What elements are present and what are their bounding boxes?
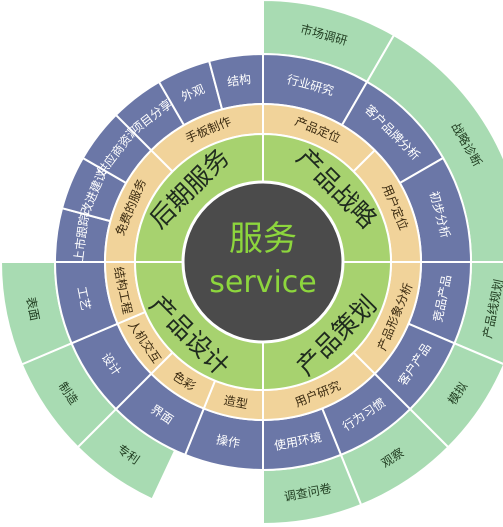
blue-cell-3-0-label: 上市跟踪: [71, 213, 92, 263]
blue-cell-1-1: 客户产品: [373, 322, 456, 411]
blue-cell-3-5-label: 结构: [226, 71, 252, 89]
blue-cell-3-2: 供应商资源: [81, 113, 153, 185]
blue-cell-2-1: 界面: [114, 372, 206, 457]
blue-cell-0-0: 行业研究: [262, 52, 369, 127]
blue-cell-2-0-label: 操作: [215, 431, 241, 450]
center-title: 服务: [229, 219, 297, 259]
blue-cell-1-2: 行为习惯: [320, 372, 412, 457]
blue-cell-0-2: 初步分析: [398, 156, 473, 263]
center-subtitle: service: [209, 265, 316, 300]
orange-cell-2-0-label: 造型: [223, 393, 249, 411]
green-cell-2-2-label: 表面: [23, 296, 42, 322]
blue-cell-3-0: 上市跟踪: [53, 206, 112, 263]
blue-cell-3-5: 结构: [207, 52, 264, 111]
blue-cell-2-3-label: 工艺: [74, 285, 93, 311]
green-cell-1-3: 调查问卷: [262, 453, 363, 526]
center-disc: [181, 180, 345, 344]
